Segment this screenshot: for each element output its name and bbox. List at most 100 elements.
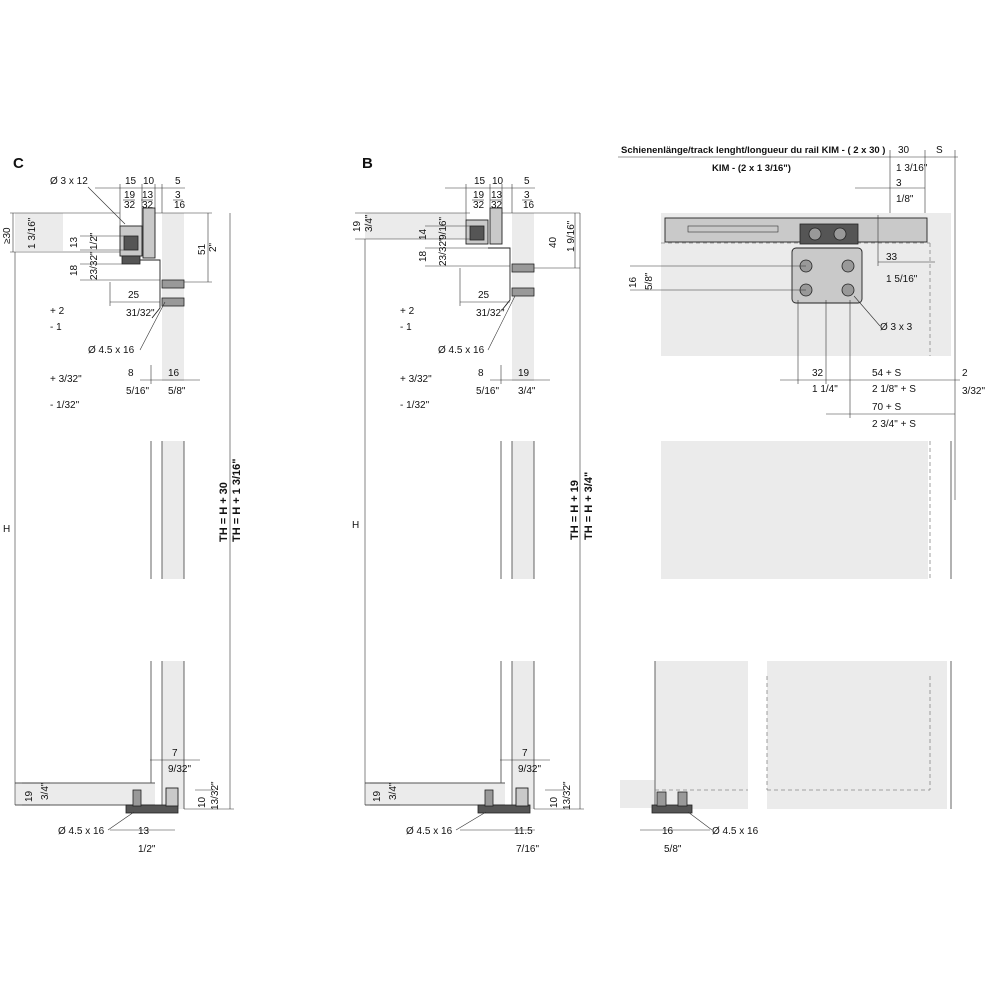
c-dim-15: 15: [125, 176, 137, 187]
b-door-lower: [512, 661, 534, 809]
c-dim-18: 18: [69, 264, 80, 276]
c-dim-10: 10: [143, 176, 155, 187]
c-dim-13-bottom-in: 1/2": [138, 844, 156, 855]
b-dim-10-den: 32: [491, 200, 503, 211]
c-dim-18-in: 23/32": [89, 251, 100, 280]
c-dim-10-den: 32: [142, 200, 154, 211]
c-dim-10-bottom: 10: [197, 796, 208, 808]
b-height: H: [352, 520, 359, 531]
b-dim-14: 14: [418, 228, 429, 240]
plate-screw-icon-2: [841, 259, 855, 273]
b-dim-15: 15: [474, 176, 486, 187]
b-bottom-guide: [477, 804, 531, 814]
dim-54-s: 54 + S: [872, 368, 902, 379]
c-tol-a-plus: + 2: [50, 306, 65, 317]
dim-16-plate: 16: [628, 276, 639, 288]
hole-label: Ø 3 x 3: [880, 322, 913, 333]
view-b: B 15 10 5 19 32 13 32 3 16 19 3/4": [352, 155, 595, 855]
b-dim-10-bottom-in: 13/32": [562, 781, 573, 810]
dim-54-s-in: 2 1/8" + S: [872, 384, 916, 395]
b-dim-7: 7: [522, 748, 528, 759]
b-dim-25-in: 31/32": [476, 308, 505, 319]
c-tol-b-minus: - 1/32": [50, 400, 80, 411]
c-door-upper: [162, 213, 184, 381]
dim-3-top: 3: [896, 178, 902, 189]
lower-door-panel-right: [767, 661, 947, 809]
floor-screw-icon-2: [677, 791, 688, 807]
b-dim-10-num: 13: [491, 190, 503, 201]
b-dim-10: 10: [492, 176, 504, 187]
b-dim-18: 18: [418, 250, 429, 262]
dim-2: 2: [962, 368, 968, 379]
b-dim-14-in: 9/16": [438, 217, 449, 240]
b-dim-8-in: 5/16": [476, 386, 499, 397]
c-dim-15-den: 32: [124, 200, 136, 211]
c-dim-10-num: 13: [142, 190, 154, 201]
dim-33-in: 1 5/16": [886, 274, 918, 285]
lower-door-panel-left: [655, 661, 748, 809]
rail-length-label: Schienenlänge/track lenght/longueur du r…: [621, 145, 885, 156]
top-rail-profile: [664, 217, 928, 243]
b-dim-15-num: 19: [473, 190, 485, 201]
c-dim-10-bottom-in: 13/32": [210, 781, 221, 810]
c-dim-5-num: 3: [175, 190, 181, 201]
roller-icon-2: [833, 227, 847, 241]
c-dim-25-in: 31/32": [126, 308, 155, 319]
b-dim-5: 5: [524, 176, 530, 187]
c-floor-guide-pin: [165, 787, 179, 807]
b-bottom-screw-label: Ø 4.5 x 16: [406, 826, 453, 837]
c-dim-8-in: 5/16": [126, 386, 149, 397]
dim-70-s-in: 2 3/4" + S: [872, 419, 916, 430]
dim-16-plate-in: 5/8": [644, 272, 655, 290]
b-screw-icon-2: [511, 287, 535, 297]
b-dim-19: 19: [352, 220, 363, 232]
c-tol-a-minus: - 1: [50, 322, 62, 333]
b-dim-15-den: 32: [473, 200, 485, 211]
b-dim-40-in: 1 9/16": [566, 220, 577, 252]
view-c-label: C: [13, 155, 24, 172]
c-tol-b-plus: + 3/32": [50, 374, 82, 385]
c-dim-min30-in: 1 3/16": [27, 217, 38, 249]
c-door-lower: [162, 661, 184, 809]
b-th-in: TH = H + 3/4": [583, 472, 595, 540]
c-dim-16-in: 5/8": [168, 386, 186, 397]
c-screw-icon-2: [161, 297, 185, 307]
dim-3-top-in: 1/8": [896, 194, 914, 205]
view-b-label: B: [362, 155, 373, 172]
b-floor-panel: [365, 783, 505, 805]
dim-30-in: 1 3/16": [896, 163, 928, 174]
b-door-upper: [512, 213, 534, 381]
b-floor-guide-pin: [515, 787, 529, 807]
c-door-middle: [162, 441, 184, 579]
view-front: Schienenlänge/track lenght/longueur du r…: [618, 145, 985, 855]
b-dim-19-floor: 19: [372, 790, 383, 802]
b-dim-19-floor-in: 3/4": [388, 782, 399, 800]
c-dim-13-bottom: 13: [138, 826, 150, 837]
b-dim-7-in: 9/32": [518, 764, 541, 775]
b-th-mm: TH = H + 19: [569, 480, 581, 540]
b-guide-roller: [469, 225, 485, 241]
dim-16-floor: 16: [662, 826, 674, 837]
b-dim-10-bottom: 10: [549, 796, 560, 808]
b-dim-18-in: 23/32": [438, 237, 449, 266]
b-tol-a-minus: - 1: [400, 322, 412, 333]
c-dim-8: 8: [128, 368, 134, 379]
b-dim-115-in: 7/16": [516, 844, 539, 855]
c-dim-min30: ≥30: [2, 227, 13, 244]
b-dim-19-in: 3/4": [364, 214, 375, 232]
rail-slot: [687, 225, 779, 233]
b-door-middle: [512, 441, 534, 579]
roller-icon: [808, 227, 822, 241]
c-dim-7-in: 9/32": [168, 764, 191, 775]
c-th-in: TH = H + 1 3/16": [231, 459, 243, 542]
c-dim-7: 7: [172, 748, 178, 759]
b-bottom-screw-icon: [484, 789, 494, 807]
c-floor-panel: [15, 783, 155, 805]
b-dim-19-door: 19: [518, 368, 530, 379]
middle-door-panel: [661, 441, 928, 579]
b-dim-19-door-in: 3/4": [518, 386, 536, 397]
dim-32: 32: [812, 368, 824, 379]
c-top-rail: [142, 207, 156, 259]
c-dim-19: 19: [24, 790, 35, 802]
